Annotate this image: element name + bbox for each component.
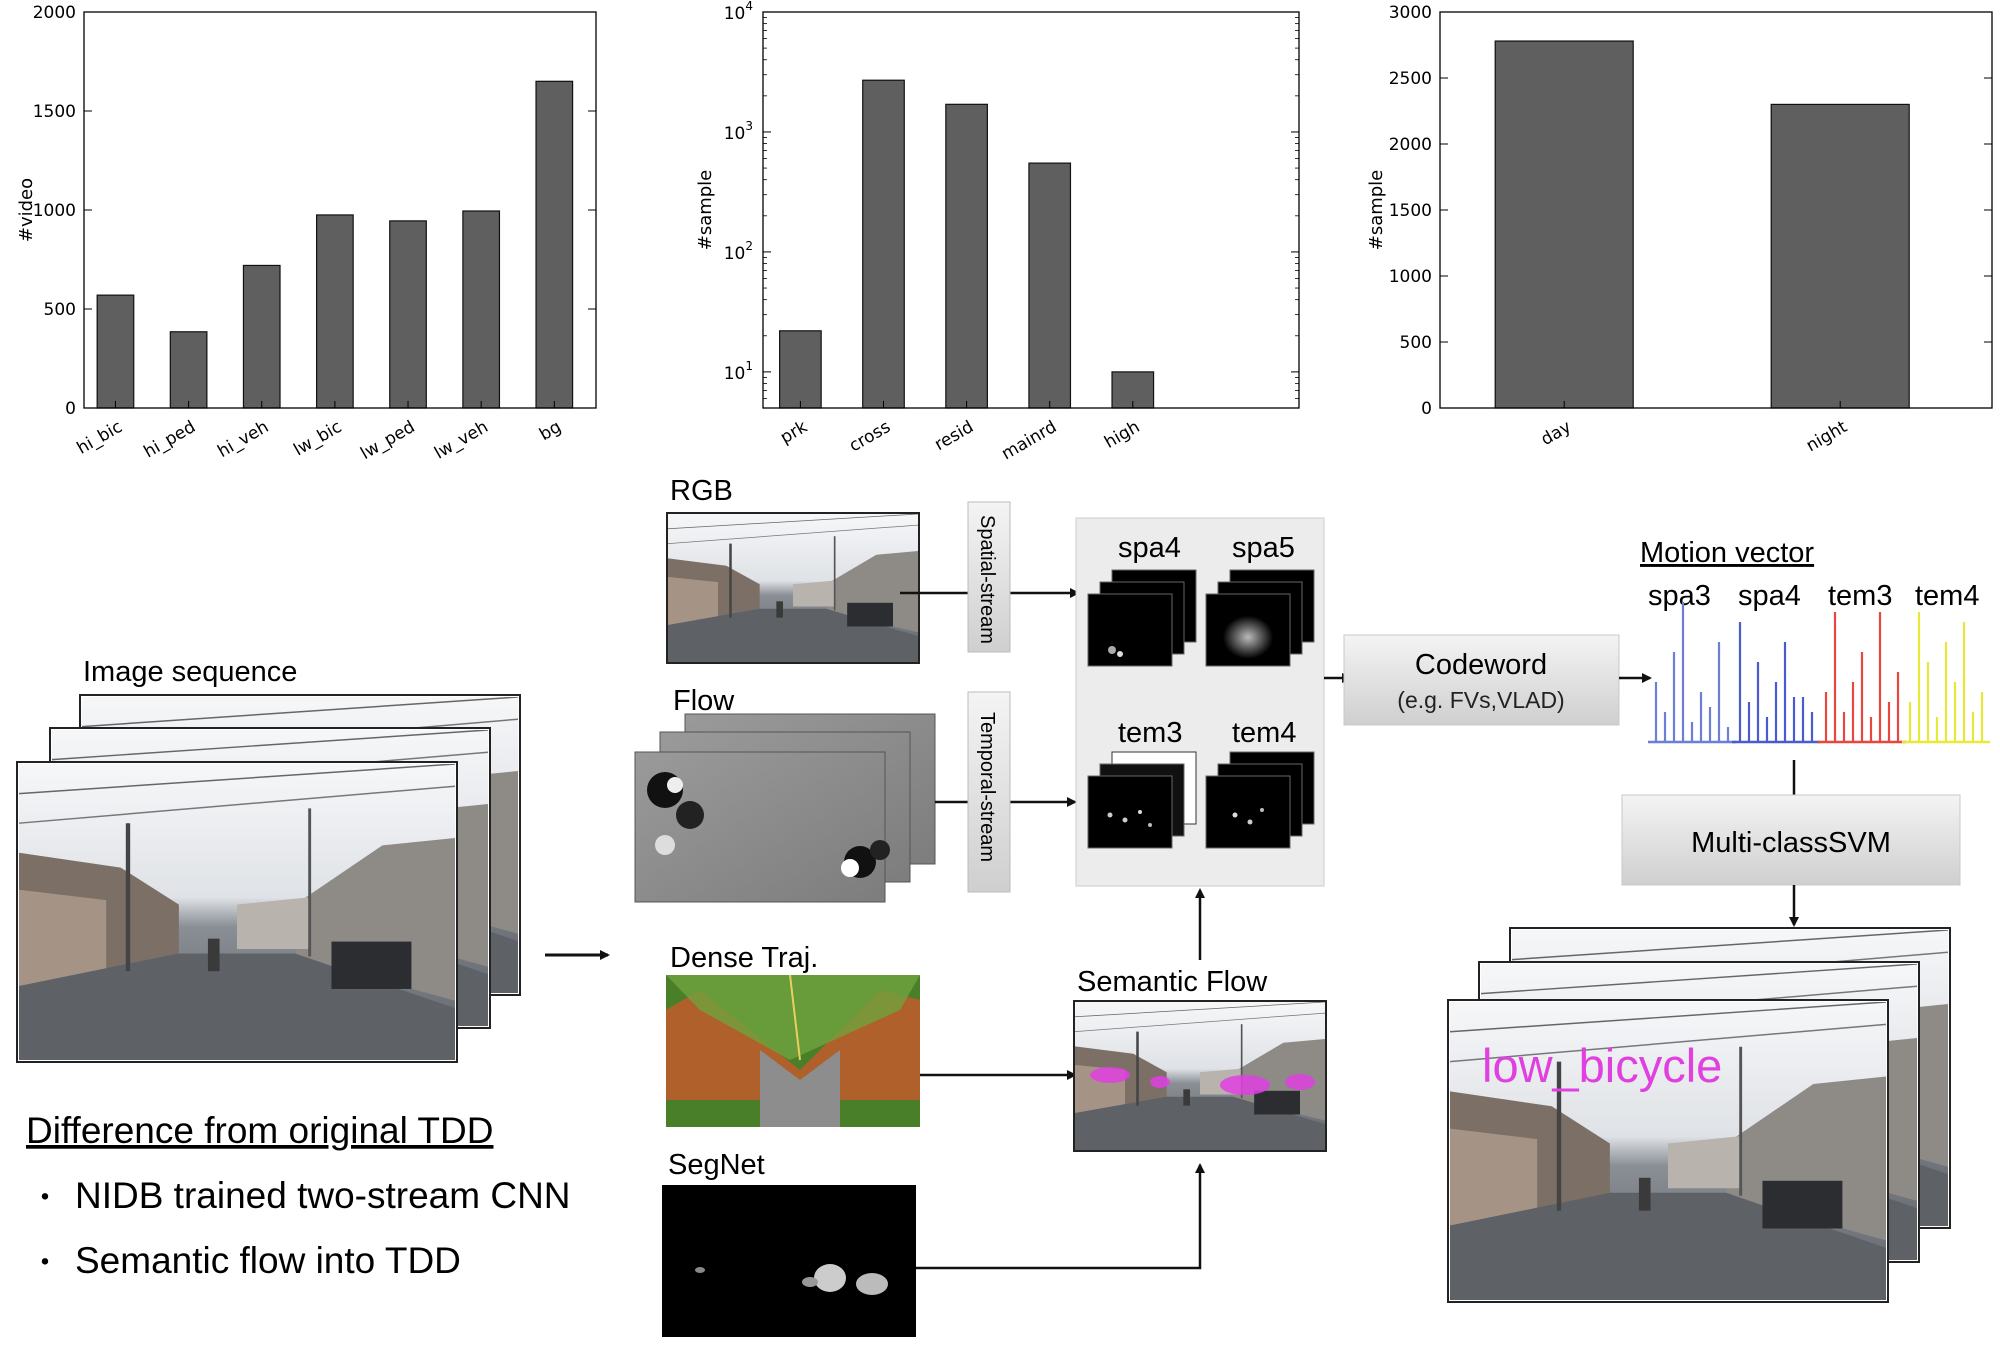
y-axis-label: #video bbox=[16, 178, 37, 242]
bar bbox=[242, 264, 281, 409]
motion-vector: Motion vector spa3 spa4 tem3 tem4 bbox=[1640, 537, 1990, 744]
bar bbox=[462, 210, 501, 409]
difference-notes: Difference from original TDD ・ NIDB trai… bbox=[26, 1110, 571, 1281]
x-tick-label: resid bbox=[931, 417, 977, 455]
spa5-label: spa5 bbox=[1232, 532, 1295, 564]
result-label: low_bicycle bbox=[1482, 1039, 1722, 1092]
x-tick-label: hi_bic bbox=[74, 417, 126, 459]
bullet-semantic-flow: Semantic flow into TDD bbox=[75, 1240, 461, 1281]
y-tick-label: 1500 bbox=[1389, 201, 1432, 221]
image-sequence-stack: Image sequence bbox=[16, 656, 521, 1063]
y-tick-label: 103 bbox=[724, 119, 753, 144]
y-tick-label: 2000 bbox=[1389, 135, 1432, 155]
x-tick-label: lw_bic bbox=[290, 417, 345, 460]
x-tick-label: high bbox=[1101, 417, 1143, 453]
x-tick-label: lw_veh bbox=[431, 417, 492, 464]
spatial-stream-tag: Spatial-stream bbox=[967, 501, 1011, 653]
bar bbox=[535, 80, 574, 409]
tem3-label: tem3 bbox=[1118, 717, 1182, 749]
dense-traj-label: Dense Traj. bbox=[670, 942, 818, 974]
dense-traj-input: Dense Traj. bbox=[666, 942, 920, 1127]
y-tick-label: 0 bbox=[1421, 399, 1432, 419]
segnet-input: SegNet bbox=[662, 1149, 916, 1337]
bar bbox=[862, 79, 905, 409]
flow-label: Flow bbox=[673, 685, 735, 717]
spa4-label: spa4 bbox=[1118, 532, 1181, 564]
y-tick-label: 1500 bbox=[33, 102, 76, 122]
chart-scene-samples: prk cross resid mainrd high 101 102 103 104 #samp… bbox=[695, 0, 1300, 464]
spa5-maps bbox=[1205, 569, 1315, 667]
spa4-maps bbox=[1087, 569, 1197, 667]
mv-label-spa3: spa3 bbox=[1648, 580, 1711, 612]
tem3-maps bbox=[1087, 751, 1197, 849]
svm-label: Multi-classSVM bbox=[1691, 827, 1891, 859]
x-tick-label: lw_ped bbox=[357, 417, 418, 464]
x-tick-label: mainrd bbox=[998, 417, 1060, 464]
tem4-label: tem4 bbox=[1232, 717, 1296, 749]
bar bbox=[96, 294, 135, 409]
pipeline-diagram: Image sequence Difference from original … bbox=[16, 475, 1990, 1337]
y-axis-label: #sample bbox=[1366, 170, 1387, 251]
temporal-stream-label: Temporal-stream bbox=[976, 712, 998, 862]
bar bbox=[1028, 162, 1072, 409]
y-tick-label: 104 bbox=[724, 0, 753, 24]
bar bbox=[779, 330, 822, 409]
segnet-label: SegNet bbox=[668, 1149, 765, 1181]
semantic-flow-label: Semantic Flow bbox=[1077, 966, 1268, 998]
y-tick-label: 2500 bbox=[1389, 69, 1432, 89]
semantic-flow-block: Semantic Flow bbox=[1073, 966, 1327, 1152]
flow-input: Flow bbox=[634, 685, 936, 903]
segnet-arrow bbox=[916, 1163, 1205, 1270]
chart-video-count: hi_bic hi_ped hi_veh lw_bic lw_ped lw_veh bg 0 5… bbox=[16, 3, 597, 464]
rgb-label: RGB bbox=[670, 475, 733, 507]
y-tick-label: 0 bbox=[65, 399, 76, 419]
difference-title: Difference from original TDD bbox=[26, 1110, 493, 1151]
mv-label-tem3: tem3 bbox=[1828, 580, 1892, 612]
bar bbox=[389, 220, 427, 409]
codeword-sublabel: (e.g. FVs,VLAD) bbox=[1397, 687, 1564, 713]
motion-vector-title: Motion vector bbox=[1640, 537, 1814, 569]
svm-box: Multi-classSVM bbox=[1621, 794, 1961, 886]
y-tick-label: 101 bbox=[724, 359, 753, 384]
y-tick-label: 3000 bbox=[1389, 3, 1432, 23]
bar bbox=[945, 103, 988, 409]
temporal-stream-tag: Temporal-stream bbox=[967, 691, 1011, 893]
chart-daytime-samples: day night 0 500 1000 1500 2000 2500 3000 #sample bbox=[1366, 3, 1993, 456]
bar bbox=[1770, 103, 1910, 409]
y-axis-label: #sample bbox=[695, 170, 716, 251]
x-tick-label: prk bbox=[777, 417, 811, 448]
charts-area: hi_bic hi_ped hi_veh lw_bic lw_ped lw_veh bg 0 5… bbox=[16, 0, 1993, 464]
cnn-feature-maps: spa4 spa5 tem3 tem4 bbox=[1075, 517, 1325, 887]
plot-frame bbox=[762, 11, 1300, 409]
y-tick-label: 500 bbox=[1400, 333, 1432, 353]
bullet-mark: ・ bbox=[30, 1182, 60, 1215]
motion-vector-bars bbox=[1648, 602, 1990, 744]
mv-label-tem4: tem4 bbox=[1915, 580, 1979, 612]
y-tick-label: 1000 bbox=[1389, 267, 1432, 287]
bullet-mark: ・ bbox=[30, 1247, 60, 1280]
y-tick-label: 102 bbox=[724, 239, 753, 264]
x-tick-label: bg bbox=[536, 417, 565, 445]
image-sequence-label: Image sequence bbox=[83, 656, 297, 688]
x-tick-label: hi_veh bbox=[214, 417, 272, 462]
y-tick-label: 1000 bbox=[33, 201, 76, 221]
bar bbox=[169, 331, 208, 409]
x-tick-label: day bbox=[1538, 417, 1575, 450]
y-tick-label: 2000 bbox=[33, 3, 76, 23]
spatial-stream-label: Spatial-stream bbox=[976, 515, 998, 644]
x-tick-label: cross bbox=[846, 417, 894, 456]
x-tick-label: night bbox=[1803, 417, 1851, 456]
codeword-box: Codeword (e.g. FVs,VLAD) bbox=[1343, 634, 1620, 726]
result-frames: low_bicycle bbox=[1447, 927, 1951, 1303]
x-tick-label: hi_ped bbox=[141, 417, 200, 462]
bar bbox=[1494, 40, 1634, 409]
y-tick-label: 500 bbox=[44, 300, 76, 320]
rgb-input: RGB bbox=[666, 475, 920, 664]
codeword-label: Codeword bbox=[1415, 649, 1547, 681]
mv-label-spa4: spa4 bbox=[1738, 580, 1801, 612]
bullet-two-stream: NIDB trained two-stream CNN bbox=[75, 1175, 571, 1216]
bar bbox=[315, 214, 354, 409]
tem4-maps bbox=[1205, 751, 1315, 849]
